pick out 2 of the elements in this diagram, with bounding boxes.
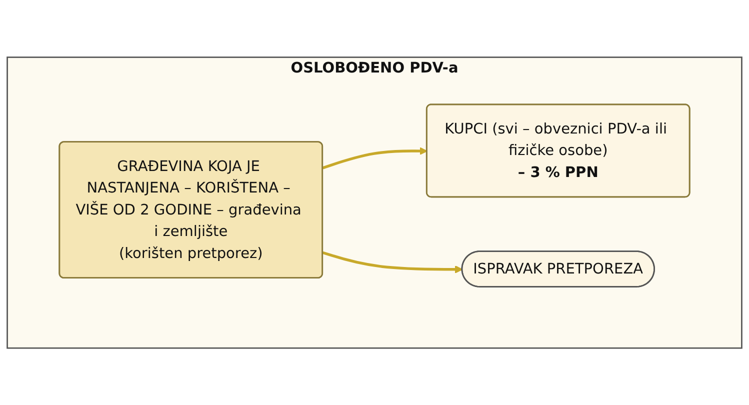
arrow [322, 251, 463, 274]
arrow [322, 146, 428, 170]
